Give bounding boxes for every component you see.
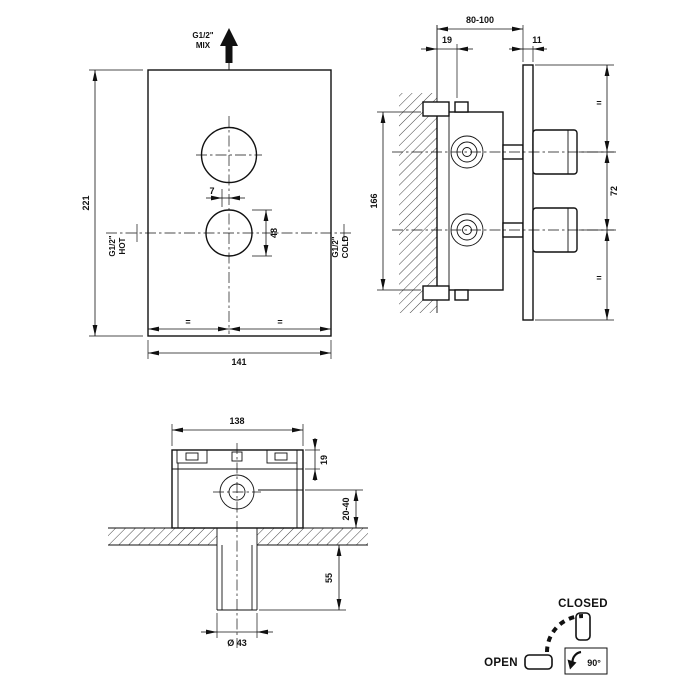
dim-plan-inset-label: 19 <box>319 455 329 465</box>
mix-thread-label: G1/2" <box>192 31 213 40</box>
handle-position-legend: CLOSED OPEN 90° <box>484 598 608 675</box>
dim-plate-thickness: 11 <box>509 35 547 62</box>
dim-front-height: 221 <box>81 69 143 337</box>
valve-body-side <box>436 111 504 291</box>
equal-left-label: = <box>185 317 190 327</box>
front-view: G1/2" MIX G1/2" HOT G1/2" COLD 221 141 7 <box>81 28 352 367</box>
dim-side-inset-label: 19 <box>442 35 452 45</box>
closed-handle-icon <box>575 612 591 641</box>
dim-plate-thickness-label: 11 <box>532 35 542 45</box>
dim-front-height-label: 221 <box>81 195 91 210</box>
equal-bottom-label: = <box>596 273 601 283</box>
box-top-detail <box>172 449 303 528</box>
rough-in-box-plan <box>171 449 304 529</box>
side-centerlines <box>392 151 616 231</box>
side-view: 80-100 19 11 166 <box>369 15 619 321</box>
dim-knob-size-label: 48 <box>269 228 279 238</box>
wall-plan <box>108 527 368 546</box>
dim-spout-length: 55 <box>259 545 346 611</box>
dim-wall-range-label: 20-40 <box>341 497 351 520</box>
mix-label: MIX <box>196 41 211 50</box>
dim-front-width: 141 <box>147 340 332 367</box>
fixing-lug-top <box>422 101 450 117</box>
dim-spout-length-label: 55 <box>324 573 334 583</box>
dim-depth-range-label: 80-100 <box>466 15 494 25</box>
cold-label: COLD <box>341 235 350 258</box>
dim-wall-range: 20-40 <box>305 489 363 528</box>
plate-side <box>522 64 534 321</box>
dim-diameter: Ø 43 <box>201 613 273 648</box>
dim-plan-inset: 19 <box>305 438 329 481</box>
dim-handle-chain: = 72 = <box>535 64 619 321</box>
fixing-lug-bottom <box>422 285 450 301</box>
front-centerlines <box>106 116 352 334</box>
mix-outlet-arrow <box>220 28 238 70</box>
boss-top <box>454 101 469 113</box>
dim-knob-size: 48 <box>252 209 279 257</box>
dim-handle-spacing-label: 72 <box>609 186 619 196</box>
dim-body-height: 166 <box>369 111 421 291</box>
dim-depth-range: 80-100 <box>437 15 524 62</box>
rotation-angle-badge: 90° <box>564 647 608 675</box>
dim-diameter-label: Ø 43 <box>227 638 247 648</box>
closed-label: CLOSED <box>558 598 608 610</box>
hot-thread-label: G1/2" <box>108 235 117 256</box>
dim-side-inset: 19 <box>421 35 473 98</box>
front-plate-outline <box>147 69 332 337</box>
up-arrow-icon <box>220 28 238 63</box>
wall-section-hatch <box>399 93 437 313</box>
dim-front-width-label: 141 <box>231 357 246 367</box>
dim-knob-gap: 7 <box>206 186 245 207</box>
hot-label: HOT <box>118 237 127 254</box>
plan-view: 138 19 20-40 55 Ø 43 <box>108 416 368 648</box>
boss-bottom <box>454 289 469 301</box>
open-label: OPEN <box>484 657 518 669</box>
cold-thread-label: G1/2" <box>331 236 340 257</box>
dim-box-width: 138 <box>171 416 304 446</box>
dim-front-equal: = = <box>148 317 331 332</box>
equal-top-label: = <box>596 98 601 108</box>
equal-right-label: = <box>277 317 282 327</box>
dim-box-width-label: 138 <box>229 416 244 426</box>
dim-knob-gap-label: 7 <box>209 186 214 196</box>
dim-body-height-label: 166 <box>369 193 379 208</box>
open-handle-icon <box>524 654 553 670</box>
angle-label: 90° <box>587 658 601 668</box>
